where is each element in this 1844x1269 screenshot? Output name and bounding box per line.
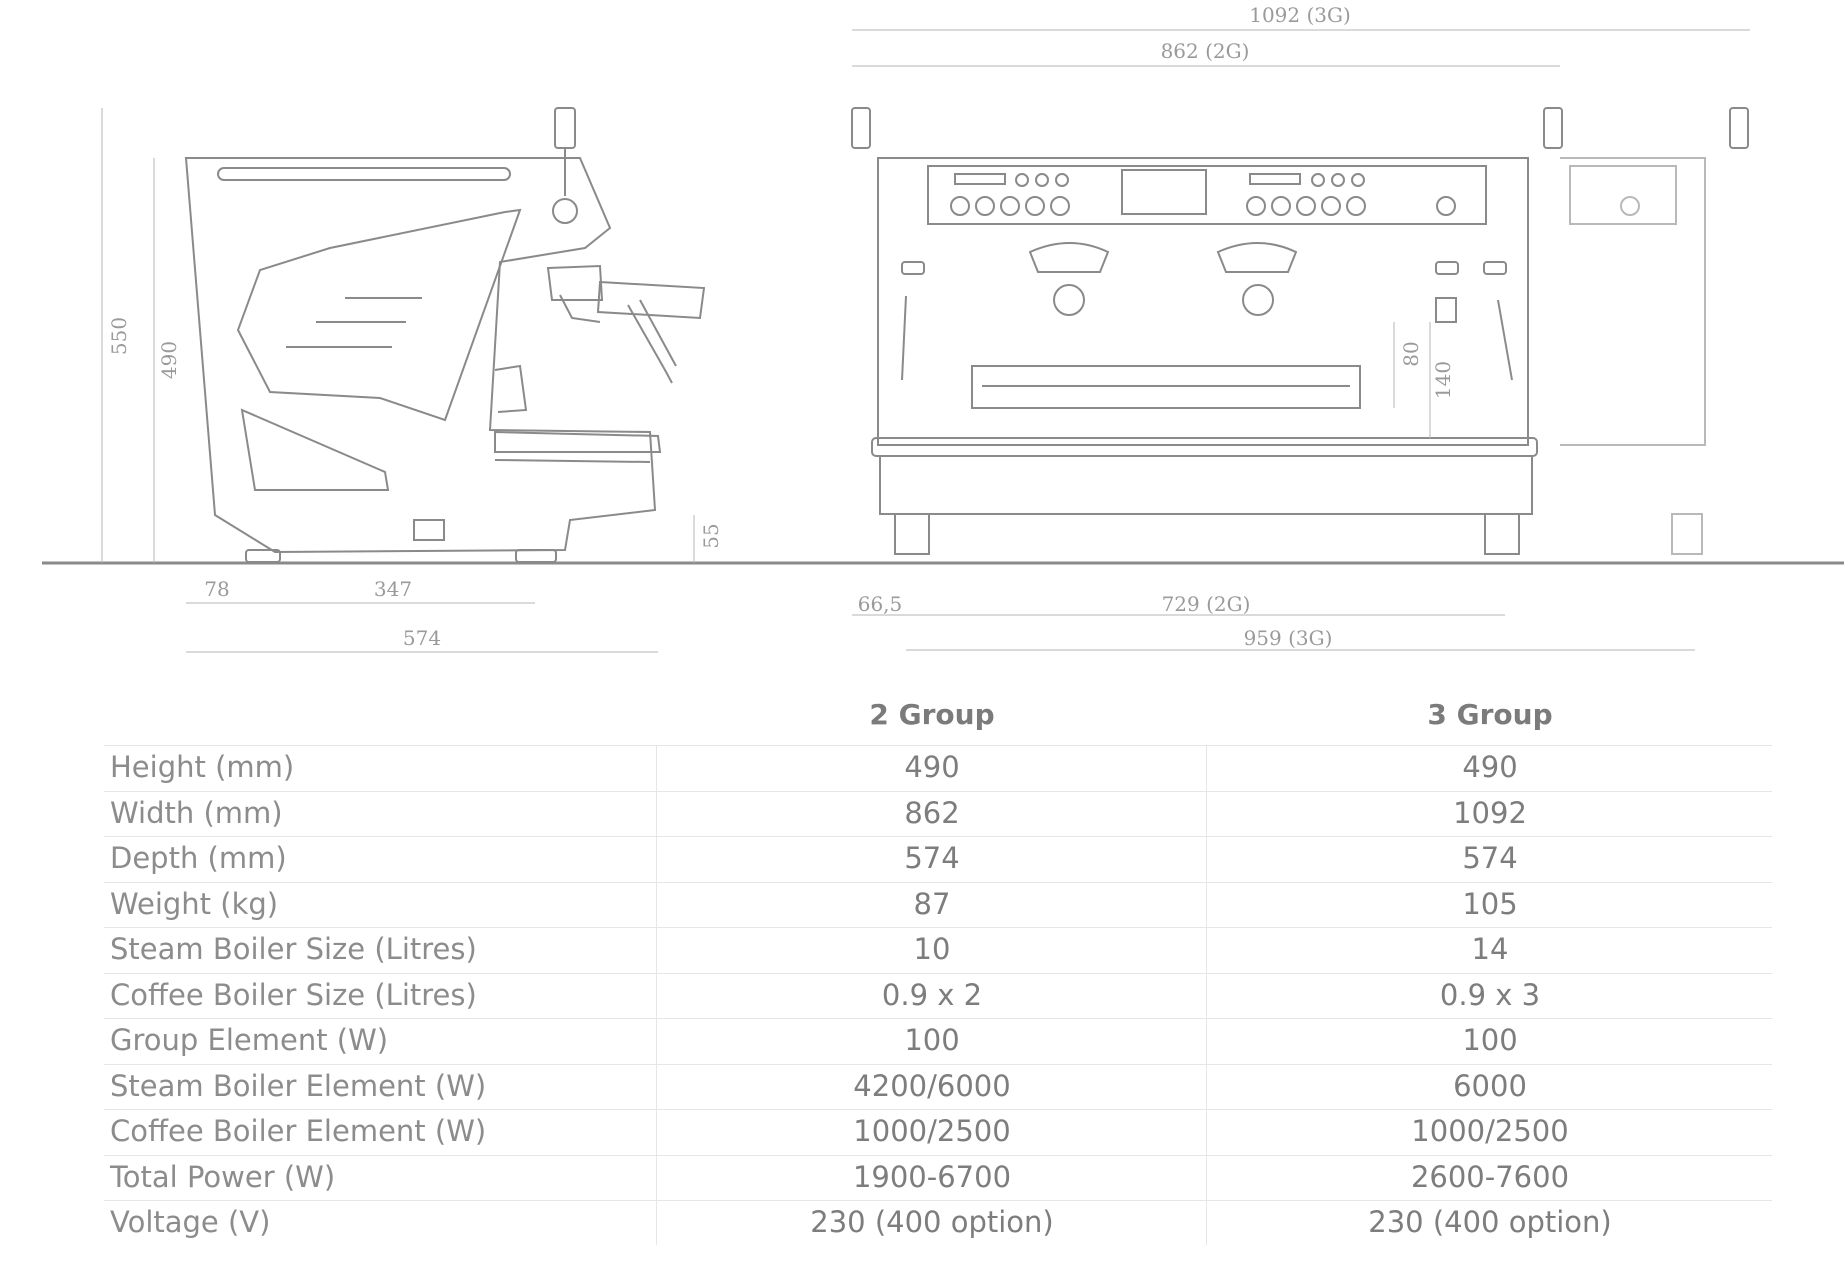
spec-value-3-group: 1000/2500 <box>1411 1114 1569 1148</box>
spec-label: Coffee Boiler Size (Litres) <box>110 977 477 1012</box>
spec-label: Group Element (W) <box>110 1023 389 1057</box>
spec-value-3-group: 490 <box>1462 750 1518 784</box>
dim-front-width-2g: 862 (2G) <box>1161 39 1250 63</box>
spec-row: Weight (kg) 87 105 <box>104 881 1772 928</box>
dim-front-foot-offset: 66,5 <box>858 592 903 616</box>
dim-side-depth: 574 <box>403 626 441 650</box>
spec-row: Steam Boiler Element (W) 4200/6000 6000 <box>104 1063 1772 1110</box>
spec-value-2-group: 100 <box>904 1023 960 1057</box>
spec-value-3-group: 0.9 x 3 <box>1439 977 1541 1012</box>
spec-value-2-group: 0.9 x 2 <box>881 977 983 1012</box>
spec-value-2-group: 862 <box>904 795 960 830</box>
dim-side-foot-offset: 78 <box>204 577 229 601</box>
spec-value-3-group: 100 <box>1462 1023 1518 1057</box>
spec-label: Depth (mm) <box>110 841 287 875</box>
dim-side-drip-height: 55 <box>699 523 723 548</box>
spec-value-3-group: 1092 <box>1453 795 1527 830</box>
spec-value-3-group: 2600-7600 <box>1410 1159 1570 1194</box>
spec-value-2-group: 1900-6700 <box>852 1159 1012 1194</box>
dim-front-foot-span-3g: 959 (3G) <box>1244 626 1333 650</box>
spec-value-3-group: 6000 <box>1453 1068 1527 1103</box>
dim-side-foot-span: 347 <box>374 577 412 601</box>
spec-value-3-group: 574 <box>1462 841 1518 875</box>
spec-label: Height (mm) <box>110 750 295 784</box>
technical-drawing: 550 490 55 78 347 574 1092 (3G) 862 (2G)… <box>42 3 1844 653</box>
spec-row: Steam Boiler Size (Litres) 10 14 <box>104 927 1772 973</box>
spec-value-2-group: 10 <box>913 932 951 966</box>
column-divider-right <box>1206 745 1207 1245</box>
spec-value-2-group: 1000/2500 <box>853 1114 1011 1148</box>
column-divider-left <box>656 745 657 1245</box>
dim-front-cup-clearance-low: 80 <box>1399 341 1423 366</box>
spec-value-2-group: 490 <box>904 750 960 784</box>
dim-front-width-3g: 1092 (3G) <box>1249 3 1351 27</box>
spec-value-2-group: 4200/6000 <box>853 1068 1011 1103</box>
spec-row: Coffee Boiler Size (Litres) 0.9 x 2 0.9 x … <box>104 972 1772 1019</box>
spec-value-2-group: 87 <box>913 886 951 921</box>
spec-row: Voltage (V) 230 (400 option) 230 (400 opti… <box>104 1200 1772 1246</box>
dim-front-cup-clearance-high: 140 <box>1431 361 1455 399</box>
front-view-machine <box>851 107 1749 555</box>
spec-label: Coffee Boiler Element (W) <box>110 1114 487 1148</box>
spec-label: Total Power (W) <box>110 1159 336 1194</box>
spec-row: Group Element (W) 100 100 <box>104 1018 1772 1064</box>
dim-front-foot-span-2g: 729 (2G) <box>1162 592 1251 616</box>
column-header-2-group: 2 Group <box>869 698 995 731</box>
spec-row: Total Power (W) 1900-6700 2600-7600 <box>104 1154 1772 1201</box>
spec-label: Width (mm) <box>110 795 283 830</box>
spec-row: Height (mm) 490 490 <box>104 745 1772 791</box>
spec-row: Depth (mm) 574 574 <box>104 836 1772 882</box>
dim-side-height-body: 490 <box>157 341 181 379</box>
spec-row: Width (mm) 862 1092 <box>104 790 1772 837</box>
side-view-machine <box>184 107 706 563</box>
column-header-3-group: 3 Group <box>1427 698 1553 731</box>
spec-label: Weight (kg) <box>110 886 279 921</box>
spec-value-2-group: 574 <box>904 841 960 875</box>
spec-value-3-group: 230 (400 option) <box>1368 1205 1612 1239</box>
spec-value-3-group: 105 <box>1462 886 1518 921</box>
spec-row: Coffee Boiler Element (W) 1000/2500 1000/2… <box>104 1109 1772 1155</box>
spec-label: Voltage (V) <box>110 1205 271 1239</box>
dim-side-height-total: 550 <box>107 317 131 355</box>
spec-table: 2 Group 3 Group <box>0 680 1844 1269</box>
spec-label: Steam Boiler Size (Litres) <box>110 932 477 966</box>
spec-value-2-group: 230 (400 option) <box>810 1205 1054 1239</box>
spec-label: Steam Boiler Element (W) <box>110 1068 487 1103</box>
spec-value-3-group: 14 <box>1471 932 1509 966</box>
